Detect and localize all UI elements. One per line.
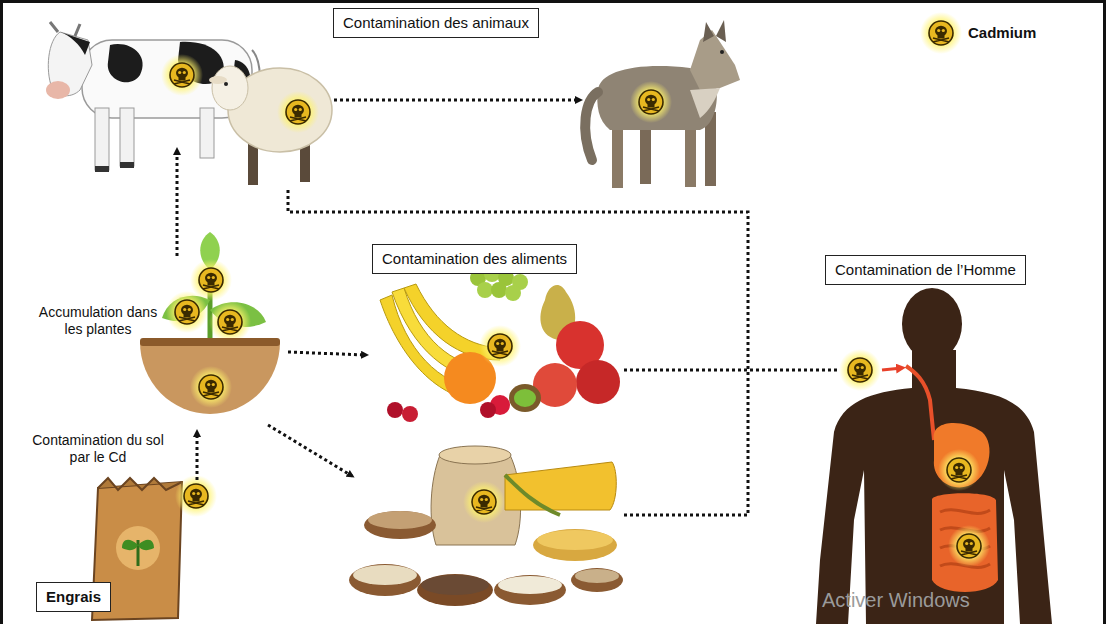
- cadmium-icon: [277, 91, 319, 133]
- box-text: Contamination des animaux: [343, 14, 529, 32]
- cadmium-icon: [161, 54, 203, 96]
- grains: [349, 446, 623, 606]
- cadmium-icon: [839, 349, 881, 391]
- cadmium-icon: [630, 81, 672, 123]
- cadmium-icon: [175, 475, 217, 517]
- label-box: Contamination des aliments: [372, 244, 577, 274]
- annotation: Accumulation dans les plantes: [28, 304, 168, 338]
- box-text: Contamination de l’Homme: [835, 261, 1016, 279]
- soil: [140, 338, 280, 414]
- label-box: Engrais: [36, 582, 111, 612]
- ingestion-arrow: [882, 368, 902, 370]
- legend-text: Cadmium: [968, 24, 1036, 41]
- fruits: [380, 266, 620, 422]
- box-text: Contamination des aliments: [382, 250, 567, 268]
- legend-icon: [920, 12, 962, 54]
- cadmium-icon: [948, 525, 990, 567]
- label-box: Contamination de l’Homme: [825, 255, 1026, 285]
- watermark: Activer Windows: [822, 588, 970, 612]
- cadmium-icon: [463, 481, 505, 523]
- cadmium-icon: [209, 301, 251, 343]
- wolf: [585, 20, 740, 188]
- annotation: Contamination du sol par le Cd: [28, 432, 168, 466]
- cadmium-icon: [938, 449, 980, 491]
- label-box: Contamination des animaux: [333, 8, 539, 38]
- flow-arrows: [177, 100, 838, 515]
- human-silhouette: [816, 288, 1052, 624]
- cadmium-icon: [190, 366, 232, 408]
- box-text: Engrais: [46, 588, 101, 606]
- cadmium-icon: [479, 325, 521, 367]
- cow: [46, 22, 260, 172]
- cadmium-icon: [166, 291, 208, 333]
- sheep: [209, 66, 332, 185]
